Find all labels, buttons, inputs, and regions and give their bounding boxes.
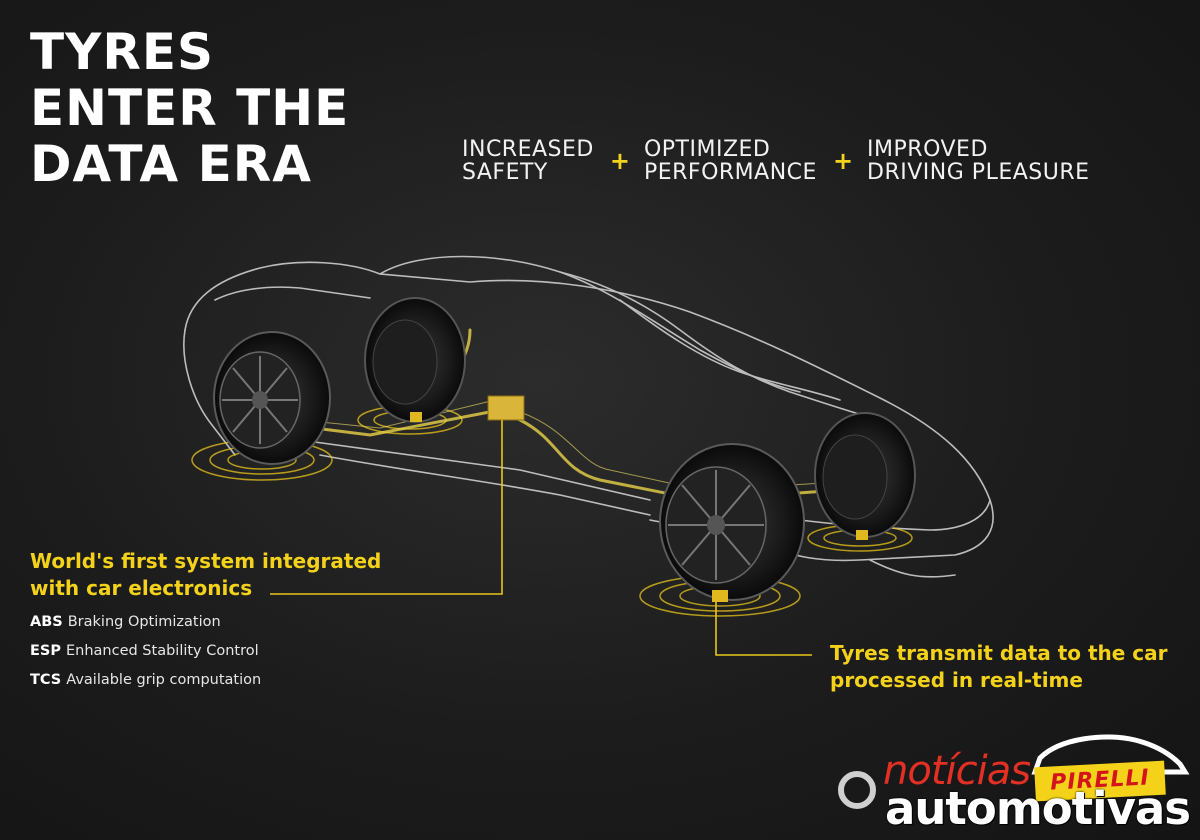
- tyre-icon: [213, 331, 331, 465]
- benefit-line: IMPROVED: [867, 137, 988, 162]
- benefits-row: INCREASED SAFETY + OPTIMIZED PERFORMANCE…: [462, 138, 1090, 184]
- feature-abbr: ABS: [30, 614, 63, 630]
- callout-integration: World's first system integrated with car…: [30, 548, 381, 602]
- control-unit-icon: [487, 395, 525, 421]
- callout-data-transmission: Tyres transmit data to the car processed…: [830, 640, 1168, 694]
- title-line: TYRES: [30, 23, 214, 81]
- callout-line: with car electronics: [30, 576, 253, 600]
- sensor-icon: [856, 530, 868, 540]
- title-line: ENTER THE: [30, 79, 350, 137]
- watermark-logo: PIRELLI notícias automotivas: [835, 728, 1195, 836]
- feature-text: Available grip computation: [66, 672, 262, 688]
- watermark-text-top: notícias: [883, 748, 1031, 794]
- benefit-improved-driving-pleasure: IMPROVED DRIVING PLEASURE: [867, 138, 1089, 184]
- tyre-icon: [814, 412, 916, 538]
- car-silhouette-icon: [838, 734, 1190, 809]
- benefit-line: SAFETY: [462, 160, 548, 185]
- feature-text: Enhanced Stability Control: [65, 643, 259, 659]
- title-line: DATA ERA: [30, 135, 312, 193]
- plus-icon: +: [832, 147, 854, 175]
- tyre-icon: [659, 443, 805, 601]
- callout-line: processed in real-time: [830, 668, 1083, 692]
- benefit-optimized-performance: OPTIMIZED PERFORMANCE: [644, 138, 817, 184]
- callout-line: Tyres transmit data to the car: [830, 641, 1168, 665]
- benefit-increased-safety: INCREASED SAFETY: [462, 138, 594, 184]
- callout-line: World's first system integrated: [30, 549, 382, 573]
- benefit-line: INCREASED: [462, 137, 594, 162]
- plus-icon: +: [609, 147, 630, 175]
- feature-abbr: ESP: [30, 643, 61, 659]
- benefit-line: PERFORMANCE: [643, 160, 817, 185]
- page-title: TYRES ENTER THE DATA ERA: [30, 24, 349, 192]
- tyre-icon: [364, 297, 466, 423]
- benefit-line: DRIVING PLEASURE: [867, 160, 1090, 185]
- feature-abbr: TCS: [30, 672, 62, 688]
- callout-leader-line-right: [715, 602, 812, 656]
- watermark-text-bottom: automotivas: [885, 782, 1191, 835]
- benefit-line: OPTIMIZED: [643, 137, 771, 162]
- sensor-icon: [410, 412, 422, 422]
- sensor-icon: [712, 590, 728, 602]
- feature-text: Braking Optimization: [67, 614, 221, 630]
- callout-leader-line-left: [270, 420, 503, 595]
